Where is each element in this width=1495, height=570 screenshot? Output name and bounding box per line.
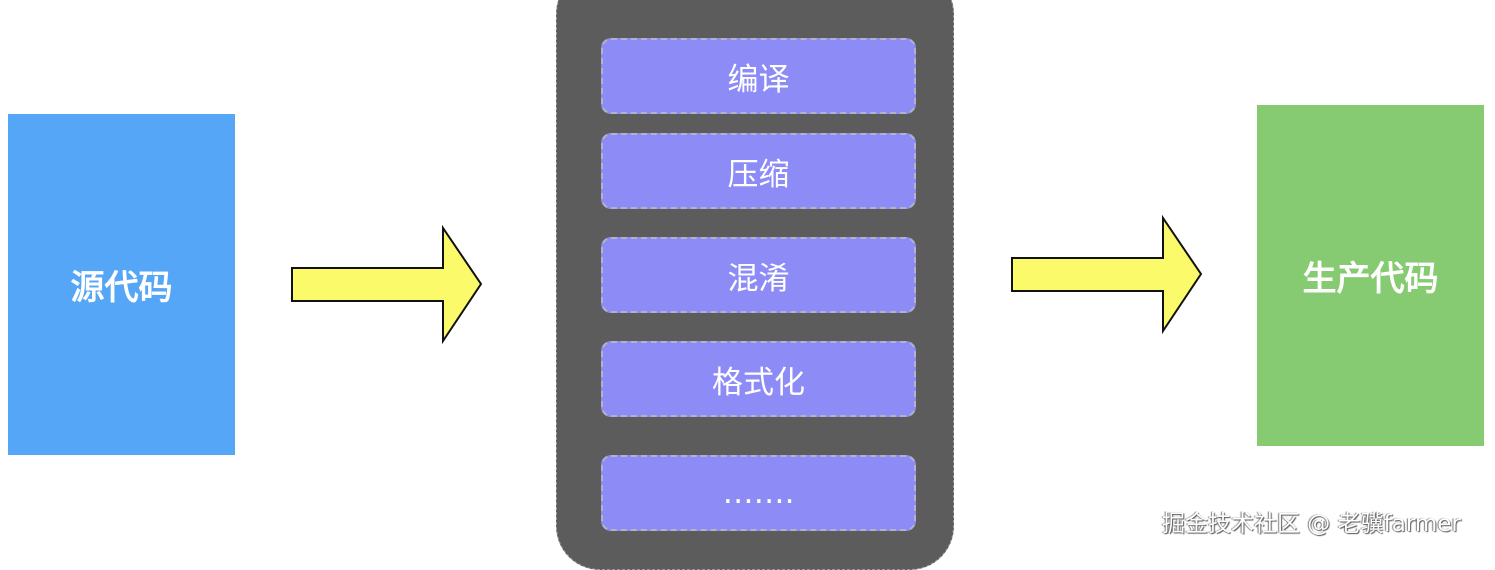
- step-label: 编译: [727, 61, 790, 98]
- step-format: 格式化: [601, 341, 916, 417]
- arrow-right-icon: [1011, 214, 1203, 335]
- step-label: 混淆: [727, 260, 790, 297]
- step-more: …….: [601, 455, 916, 531]
- step-label: …….: [722, 475, 795, 511]
- production-code-box: 生产代码: [1257, 105, 1484, 446]
- watermark: 掘金技术社区 @ 老骥farmer: [1162, 511, 1461, 537]
- arrow-right-icon: [291, 224, 483, 345]
- production-code-label: 生产代码: [1302, 259, 1439, 299]
- step-obfuscate: 混淆: [601, 237, 916, 313]
- step-compress: 压缩: [601, 133, 916, 209]
- source-code-box: 源代码: [8, 114, 235, 455]
- step-label: 格式化: [712, 364, 805, 401]
- step-label: 压缩: [727, 156, 790, 193]
- source-code-label: 源代码: [70, 268, 173, 308]
- step-compile: 编译: [601, 38, 916, 114]
